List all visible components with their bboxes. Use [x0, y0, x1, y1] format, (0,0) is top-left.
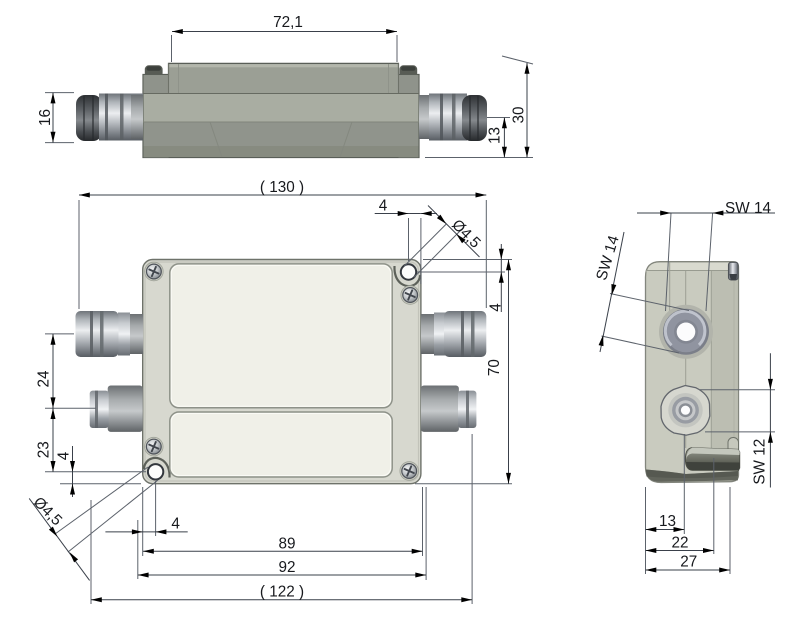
svg-text:13: 13: [659, 513, 676, 530]
svg-text:27: 27: [680, 554, 697, 571]
svg-text:SW 14: SW 14: [725, 200, 771, 217]
svg-text:89: 89: [278, 536, 295, 553]
svg-text:16: 16: [37, 109, 54, 126]
svg-text:13: 13: [487, 127, 504, 144]
svg-text:30: 30: [511, 106, 528, 123]
svg-text:23: 23: [36, 441, 53, 458]
svg-text:92: 92: [278, 559, 295, 576]
svg-text:24: 24: [36, 370, 53, 388]
svg-text:72,1: 72,1: [273, 14, 303, 31]
svg-text:4: 4: [171, 516, 180, 533]
svg-text:4: 4: [55, 451, 72, 460]
svg-text:4: 4: [487, 303, 504, 312]
svg-text:70: 70: [486, 359, 503, 376]
svg-text:4: 4: [379, 198, 388, 215]
svg-text:SW 12: SW 12: [752, 439, 769, 485]
svg-text:22: 22: [671, 535, 688, 552]
svg-text:( 122 ): ( 122 ): [260, 584, 304, 601]
svg-text:( 130 ): ( 130 ): [260, 179, 304, 196]
